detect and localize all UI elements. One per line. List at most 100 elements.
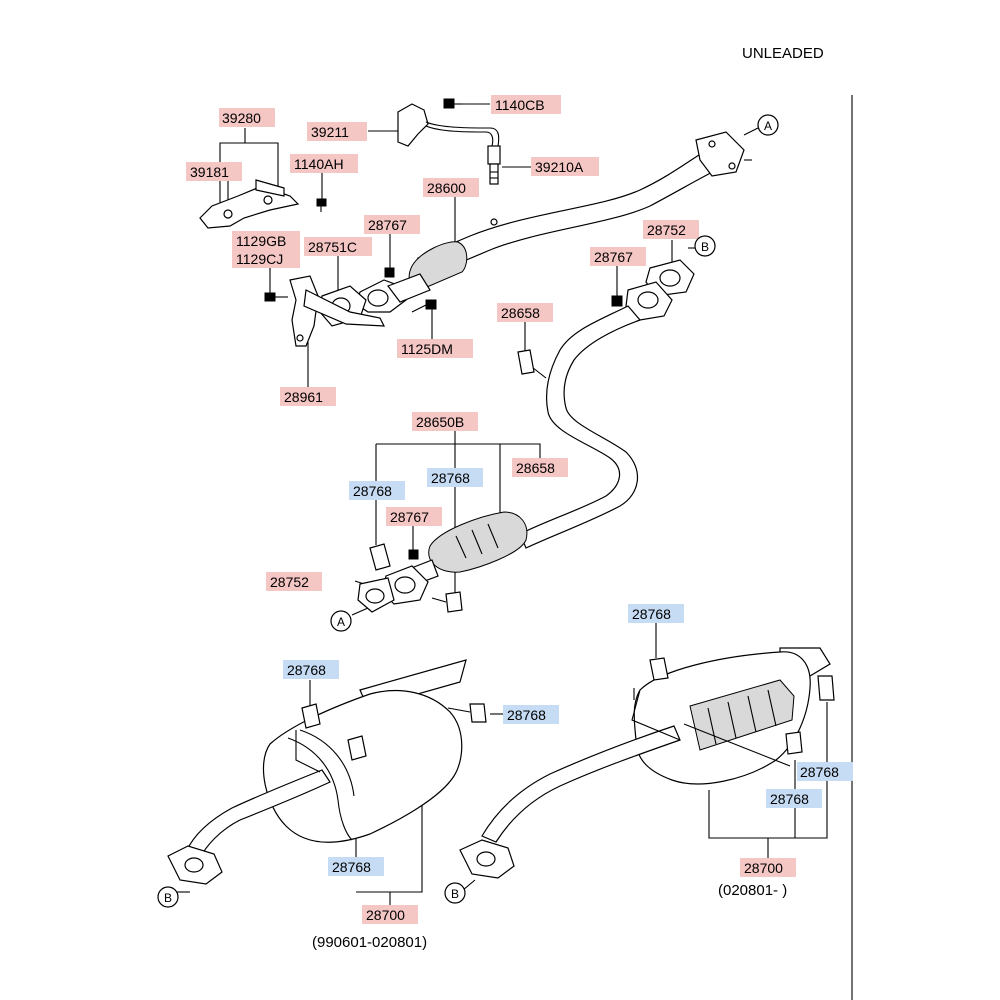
label-28767a: 28767: [368, 217, 407, 233]
hanger-rubber-28768e: [347, 735, 367, 761]
ref-circle-a-mid: [330, 610, 352, 632]
ref-circle-b-right: [444, 882, 466, 904]
label-bg-28658a: [497, 303, 553, 322]
label-28600: 28600: [427, 180, 466, 196]
label-39210A: 39210A: [535, 159, 584, 175]
label-bg-28961: [280, 387, 336, 406]
stay-28961: [289, 275, 385, 347]
bolt-1140CB: [443, 98, 462, 109]
ref-b-left: B: [164, 891, 172, 905]
muffler-28700-late: [459, 647, 831, 879]
label-bg-39211: [307, 122, 367, 141]
label-28768a: 28768: [353, 483, 392, 499]
label-28768d: 28768: [287, 662, 326, 678]
label-bg-1140AH: [290, 154, 358, 173]
ref-circle-b-top: [694, 235, 716, 257]
label-28752b: 28752: [270, 574, 309, 590]
label-bg-1129CJ: [232, 249, 300, 268]
gasket-28752b: [357, 577, 395, 613]
label-28767c: 28767: [390, 509, 429, 525]
label-bg-28768c: [628, 604, 684, 623]
label-28768g: 28768: [800, 764, 839, 780]
label-bg-28768d: [283, 660, 339, 679]
label-28700b: 28700: [744, 860, 783, 876]
bolt-1129GB: [264, 292, 288, 302]
hanger-rubber-28768h: [785, 731, 803, 755]
ref-circle-a-top: [757, 114, 779, 136]
caption-left-range: (990601-020801): [312, 934, 427, 951]
label-bg-28752a: [643, 220, 699, 239]
hanger-rubber-28768f: [649, 657, 669, 681]
nut-28767c: [408, 549, 419, 560]
label-bg-28768f: [328, 857, 384, 876]
reference-markers: A B A B B: [157, 114, 779, 908]
label-bg-39280: [219, 108, 275, 127]
label-28768f: 28768: [332, 859, 371, 875]
bolt-1125DM: [411, 299, 437, 313]
label-28658a: 28658: [501, 305, 540, 321]
variant-title: UNLEADED: [742, 45, 824, 62]
label-bg-28600: [423, 178, 479, 197]
label-bg-1125DM: [397, 339, 473, 358]
ref-b-top: B: [701, 240, 709, 254]
label-bg-28767a: [364, 215, 420, 234]
oxygen-sensor-39210A: [397, 103, 501, 185]
label-bg-28768h: [766, 789, 822, 808]
label-28768c: 28768: [632, 606, 671, 622]
label-bg-28768g: [797, 762, 853, 781]
label-28768h: 28768: [770, 791, 809, 807]
label-1129GB: 1129GB: [236, 233, 286, 249]
label-39211: 39211: [311, 124, 349, 140]
muffler-28700-early: [167, 659, 467, 885]
part-labels: 39280 39211 1140CB 39181 1140AH 39210A 2…: [186, 95, 853, 924]
label-bg-1129GB: [232, 231, 300, 250]
hanger-rubber-28768d: [447, 703, 487, 723]
label-28700a: 28700: [366, 907, 405, 923]
label-28650B: 28650B: [416, 414, 464, 430]
hanger-28658a: [517, 349, 535, 375]
ref-a-mid: A: [337, 615, 345, 629]
label-28768e: 28768: [507, 707, 546, 723]
label-1129CJ: 1129CJ: [236, 251, 283, 267]
label-bg-28751C: [304, 237, 372, 256]
label-39181: 39181: [190, 164, 229, 180]
label-bg-28700b: [740, 858, 796, 877]
label-28961: 28961: [284, 389, 323, 405]
center-pipe-28650B: [381, 281, 673, 605]
label-1140AH: 1140AH: [294, 156, 344, 172]
hanger-rubber-28768g: [817, 675, 835, 701]
label-bg-28768b: [427, 468, 483, 487]
label-28752a: 28752: [647, 222, 686, 238]
label-bg-39210A: [531, 157, 599, 176]
hanger-rubber-28768c: [301, 703, 321, 729]
label-bg-28767c: [386, 507, 442, 526]
label-bg-28658b: [512, 458, 568, 477]
label-bg-28768e: [503, 705, 559, 724]
label-bg-28650B: [412, 412, 478, 431]
front-pipe-28600: [355, 131, 752, 313]
label-bg-1140CB: [491, 95, 561, 114]
ref-a-top: A: [764, 119, 772, 133]
bolt-1140AH: [316, 198, 327, 212]
caption-right-range: (020801- ): [718, 882, 787, 899]
label-28658b: 28658: [516, 460, 555, 476]
label-bg-28752b: [266, 572, 322, 591]
label-bg-28767b: [590, 247, 646, 266]
label-28767b: 28767: [594, 249, 633, 265]
label-1125DM: 1125DM: [401, 341, 453, 357]
label-bg-28700a: [362, 905, 418, 924]
ref-circle-b-left: [157, 886, 179, 908]
ref-b-right: B: [451, 887, 459, 901]
hanger-rubber-28768b: [431, 591, 463, 613]
label-1140CB: 1140CB: [495, 97, 545, 113]
label-28751C: 28751C: [308, 239, 357, 255]
label-28768b: 28768: [431, 470, 470, 486]
label-bg-28768a: [349, 481, 405, 500]
nut-28767b: [611, 295, 623, 307]
hanger-rubber-28768a: [369, 543, 391, 571]
hanger-bracket-39280: [199, 179, 300, 229]
nut-28767a: [384, 267, 395, 278]
label-bg-39181: [186, 162, 242, 181]
